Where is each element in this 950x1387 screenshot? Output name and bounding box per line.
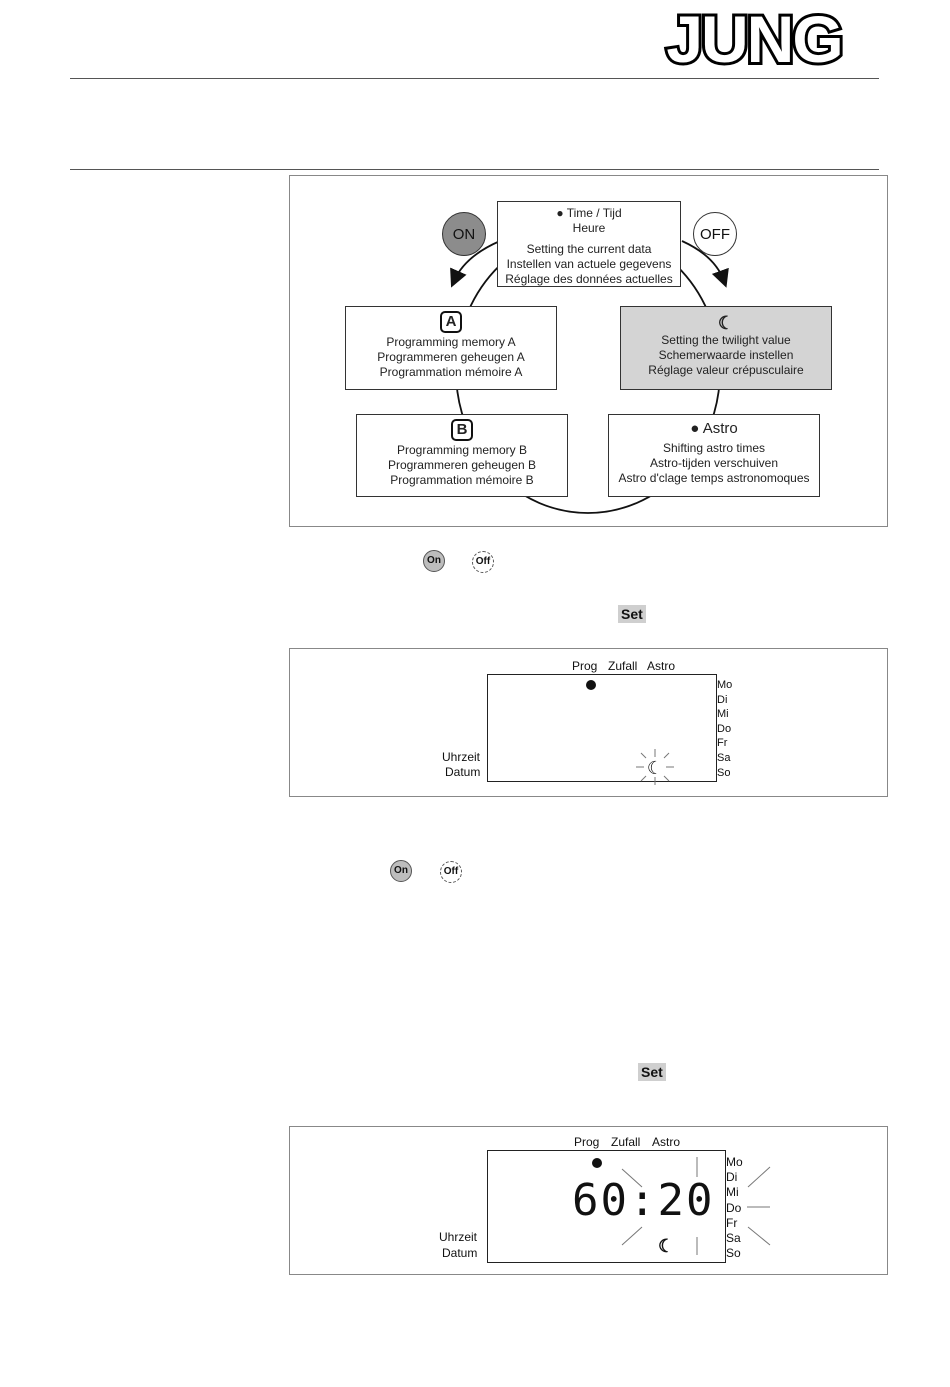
memory-a-line: Programming memory A <box>386 335 516 349</box>
datum-label: Datum <box>445 765 481 779</box>
blinking-moon-icon: ☾ <box>636 749 674 785</box>
on-label: ON <box>452 226 476 243</box>
astro-line: Astro d'clage temps astronomoques <box>618 471 810 485</box>
astro-label: Astro <box>652 1135 681 1149</box>
twilight-line: Schemerwaarde instellen <box>658 348 794 362</box>
time-title: Time / Tijd <box>566 206 622 220</box>
day-label: Fr <box>717 737 728 750</box>
zufall-label: Zufall <box>611 1135 641 1149</box>
time-line: Instellen van actuele gegevens <box>506 257 672 271</box>
lcd-screen: 60:20 ☾ <box>487 1150 771 1263</box>
prog-indicator <box>592 1158 602 1168</box>
set-button-icon: Set <box>618 605 646 623</box>
prog-label: Prog <box>574 1135 600 1149</box>
svg-text:☾: ☾ <box>647 758 663 779</box>
day-label: So <box>726 1246 741 1261</box>
weekday-list: Mo Di Mi Do Fr Sa So <box>717 678 732 780</box>
day-label: Sa <box>717 751 731 764</box>
day-label: Sa <box>726 1231 741 1246</box>
astro-line: Shifting astro times <box>662 441 766 455</box>
twilight-line: Réglage valeur crépusculaire <box>648 363 804 377</box>
day-label: Di <box>726 1170 738 1185</box>
off-button-icon: Off <box>472 551 494 573</box>
day-label: Fr <box>726 1215 738 1230</box>
uhrzeit-label: Uhrzeit <box>442 750 481 764</box>
off-button-icon: Off <box>440 861 462 883</box>
lcd-display-1: Prog Zufall Astro ☾ Uhrzeit Datum Mo Di … <box>289 648 888 797</box>
day-label: Mo <box>726 1155 743 1169</box>
day-label: Mi <box>717 708 729 721</box>
astro-line: Astro-tijden verschuiven <box>649 456 779 470</box>
memory-b-box: B Programming memory B Programmeren gehe… <box>356 414 568 497</box>
datum-label: Datum <box>442 1246 478 1260</box>
time-box: ● Time / Tijd Heure Setting the current … <box>497 201 681 287</box>
memory-a-line: Programmeren geheugen A <box>377 350 525 364</box>
time-line: Réglage des données actuelles <box>505 272 673 286</box>
weekday-list: Mo Di Mi Do Fr Sa So <box>726 1155 743 1261</box>
memory-b-icon: B <box>451 419 473 441</box>
day-label: Do <box>717 722 732 735</box>
twilight-line: Setting the twilight value <box>661 333 791 347</box>
zufall-label: Zufall <box>608 659 638 673</box>
memory-b-line: Programmation mémoire B <box>390 473 534 487</box>
memory-b-line: Programming memory B <box>396 443 528 457</box>
bullet-icon: ● <box>690 420 700 437</box>
day-label: Do <box>726 1200 742 1215</box>
day-label: Mo <box>717 679 733 691</box>
off-circle: OFF <box>693 212 737 256</box>
time-value: 60:20 <box>572 1175 715 1226</box>
lcd-display-2: Prog Zufall Astro 60:20 ☾ Uhrzeit Datum … <box>289 1126 888 1275</box>
memory-b-line: Programmeren geheugen B <box>387 458 537 472</box>
prog-label: Prog <box>572 659 598 673</box>
lcd-screen: ☾ <box>487 674 717 785</box>
day-label: Mi <box>726 1185 739 1200</box>
on-arrow <box>450 240 501 288</box>
astro-title: Astro <box>702 420 738 437</box>
day-label: Di <box>717 693 728 706</box>
day-label: So <box>717 766 731 779</box>
memory-a-line: Programmation mémoire A <box>379 365 523 379</box>
uhrzeit-label: Uhrzeit <box>439 1230 478 1244</box>
set-button-icon: Set <box>638 1063 666 1081</box>
memory-a-icon: A <box>440 311 462 333</box>
section-rule <box>70 169 879 170</box>
on-circle: ON <box>442 212 486 256</box>
logo-text: JUNG <box>666 10 841 70</box>
on-button-icon: On <box>390 860 412 882</box>
prog-indicator <box>586 680 596 690</box>
moon-icon: ☾ <box>717 313 735 333</box>
time-line: Setting the current data <box>526 242 652 256</box>
moon-icon: ☾ <box>658 1236 675 1256</box>
bullet-icon: ● <box>556 206 564 220</box>
on-button-icon: On <box>423 550 445 572</box>
time-subtitle: Heure <box>572 221 606 235</box>
header-rule <box>70 78 879 79</box>
memory-a-box: A Programming memory A Programmeren gehe… <box>345 306 557 390</box>
blink-rays <box>621 1157 771 1255</box>
jung-logo: JUNG <box>663 10 846 70</box>
off-arrow <box>681 240 729 288</box>
astro-box: ● Astro Shifting astro times Astro-tijde… <box>608 414 820 497</box>
off-label: OFF <box>700 226 730 243</box>
astro-label: Astro <box>647 659 676 673</box>
mode-diagram: ON OFF ● Time / Tijd Heure Setting the c… <box>289 175 888 527</box>
twilight-box: ☾ Setting the twilight value Schemerwaar… <box>620 306 832 390</box>
